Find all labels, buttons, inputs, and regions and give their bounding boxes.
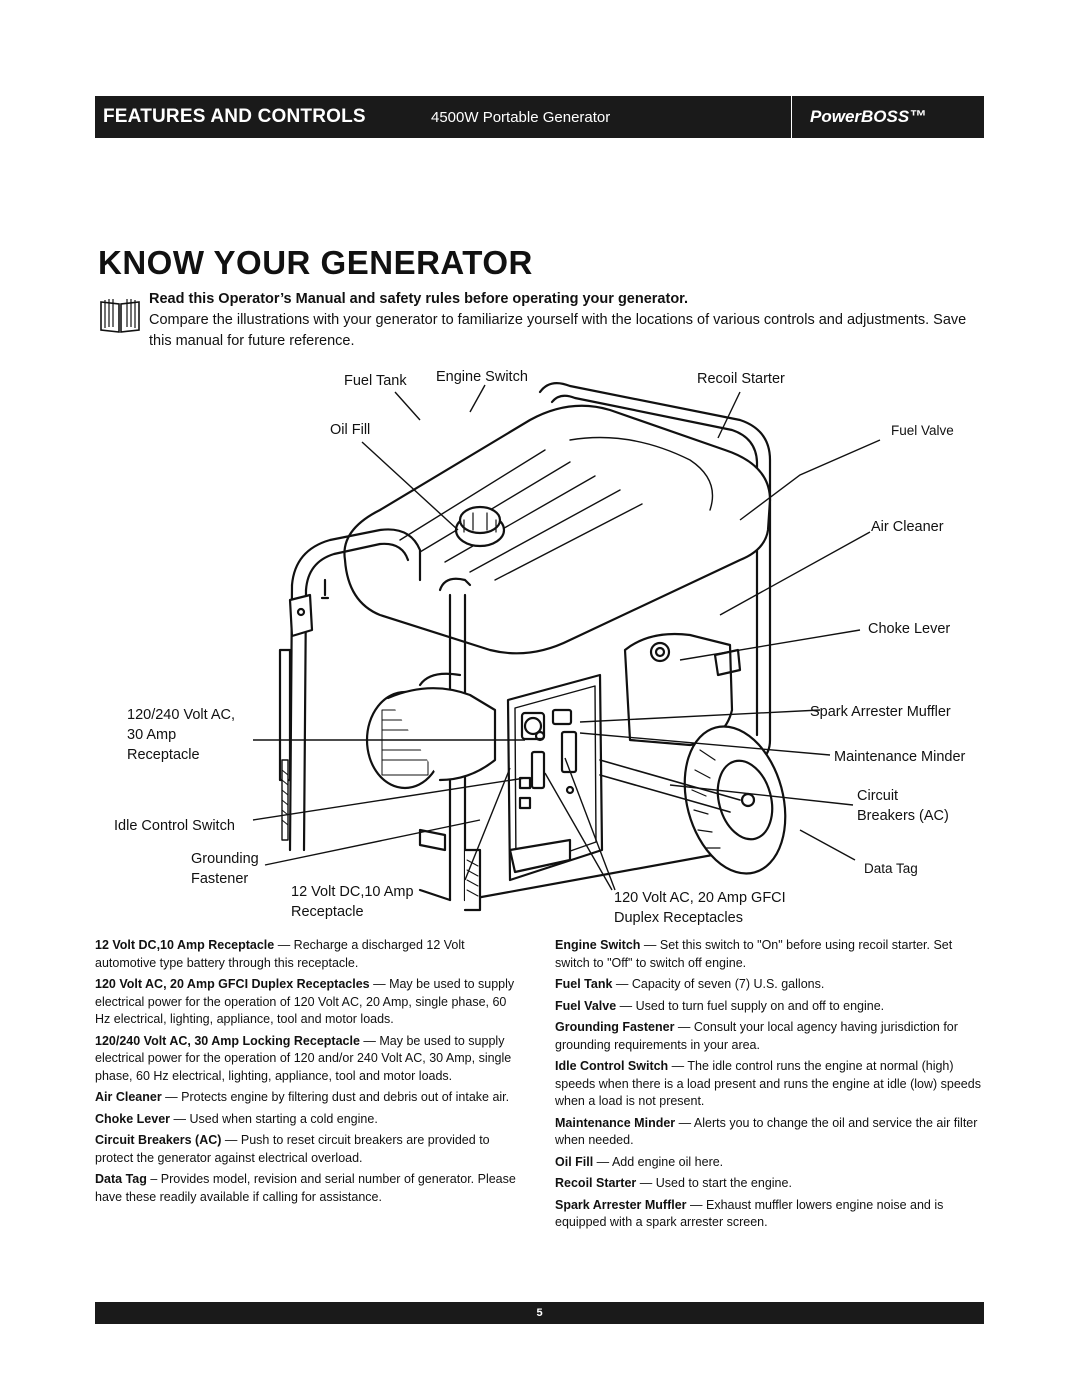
desc-item: Oil Fill — Add engine oil here. — [555, 1154, 724, 1169]
desc-item: Recoil Starter — Used to start the engin… — [555, 1176, 792, 1190]
desc-item: 120/240 Volt AC, 30 Amp Locking Receptac… — [95, 1033, 512, 1083]
desc-item: Data Tag – Provides model, revision and … — [95, 1172, 516, 1204]
header-bar: FEATURES AND CONTROLS 4500W Portable Gen… — [95, 96, 984, 138]
callout-data-tag: Data Tag — [864, 861, 918, 876]
callout-gfci: 120 Volt AC, 20 Amp GFCI Duplex Receptac… — [614, 890, 786, 926]
callout-recoil-starter: Recoil Starter — [697, 371, 785, 387]
intro-text: Compare the illustrations with your gene… — [149, 312, 967, 349]
callout-30a-receptacle: 120/240 Volt AC, 30 Amp Receptacle — [127, 707, 236, 763]
desc-item: Choke Lever — Used when starting a cold … — [95, 1111, 378, 1126]
desc-item: Idle Control Switch — The idle control r… — [555, 1059, 981, 1108]
callout-dc-receptacle: 12 Volt DC,10 Amp Receptacle — [291, 884, 414, 920]
desc-item: Fuel Tank — Capacity of seven (7) U.S. g… — [555, 977, 825, 991]
header-divider — [791, 96, 792, 138]
desc-item: Spark Arrester Muffler — Exhaust muffler… — [555, 1197, 944, 1230]
desc-item: Maintenance Minder — Alerts you to chang… — [555, 1115, 978, 1148]
callout-maintenance-minder: Maintenance Minder — [834, 749, 966, 765]
footer-bar: 5 — [95, 1302, 984, 1324]
page-number: 5 — [536, 1307, 543, 1319]
descriptions-left: 12 Volt DC,10 Amp Receptacle — Recharge … — [95, 937, 525, 1210]
callout-choke-lever: Choke Lever — [868, 621, 951, 637]
section-title: FEATURES AND CONTROLS — [103, 106, 366, 127]
callout-circuit-breakers: Circuit Breakers (AC) — [857, 788, 949, 824]
descriptions-right: Engine Switch — Set this switch to "On" … — [555, 937, 985, 1236]
callout-grounding: Grounding Fastener — [191, 851, 259, 887]
desc-item: Air Cleaner — Protects engine by filteri… — [95, 1090, 510, 1104]
page-title: KNOW YOUR GENERATOR — [98, 244, 533, 281]
desc-item: 12 Volt DC,10 Amp Receptacle — Recharge … — [95, 938, 465, 970]
book-icon — [100, 299, 140, 333]
callout-engine-switch: Engine Switch — [436, 369, 528, 385]
generator-illustration — [278, 381, 787, 912]
desc-item: Fuel Valve — Used to turn fuel supply on… — [555, 998, 885, 1013]
desc-item: 120 Volt AC, 20 Amp GFCI Duplex Receptac… — [95, 977, 515, 1026]
callout-spark-arrester: Spark Arrester Muffler — [810, 704, 951, 720]
intro-lead: Read this Operator’s Manual and safety r… — [149, 291, 689, 307]
product-name: 4500W Portable Generator — [431, 108, 611, 126]
brand-name: PowerBOSS™ — [810, 107, 927, 126]
callout-fuel-tank: Fuel Tank — [344, 373, 407, 389]
desc-item: Grounding Fastener — Consult your local … — [555, 1020, 958, 1052]
desc-item: Circuit Breakers (AC) — Push to reset ci… — [95, 1133, 490, 1165]
callout-air-cleaner: Air Cleaner — [871, 519, 944, 535]
callout-fuel-valve: Fuel Valve — [891, 423, 954, 438]
callout-idle-control: Idle Control Switch — [114, 818, 235, 834]
desc-item: Engine Switch — Set this switch to "On" … — [555, 938, 953, 970]
callout-oil-fill: Oil Fill — [330, 422, 371, 438]
intro-paragraph: Read this Operator’s Manual and safety r… — [149, 289, 969, 352]
